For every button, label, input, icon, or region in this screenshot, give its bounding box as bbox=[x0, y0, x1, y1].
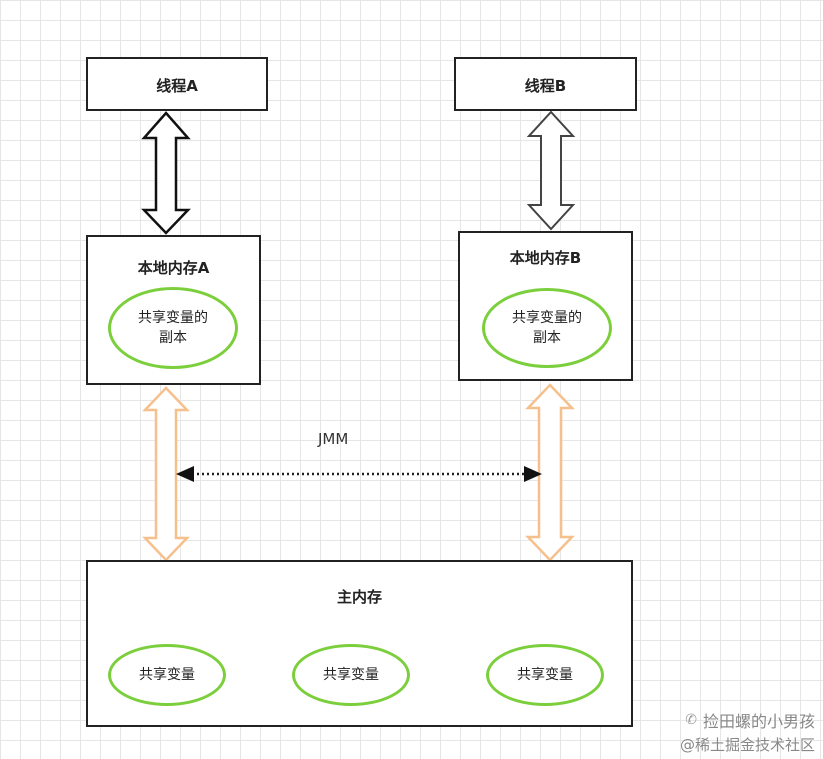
wechat-icon: ✆ bbox=[685, 712, 697, 728]
local-memory-b-label: 本地内存B bbox=[509, 249, 582, 267]
jmm-arrowhead-left bbox=[176, 466, 194, 482]
main-memory-variable-1-label: 共享变量 bbox=[139, 667, 195, 683]
local-memory-a-copy-line2: 副本 bbox=[159, 330, 187, 346]
local-memory-a-box: 本地内存A 共享变量的 副本 bbox=[86, 235, 261, 385]
jmm-arrowhead-right bbox=[524, 466, 542, 482]
local-memory-a-label: 本地内存A bbox=[137, 259, 210, 277]
main-memory-variable-3: 共享变量 bbox=[486, 644, 604, 706]
thread-b-box: 线程B bbox=[454, 57, 637, 111]
local-memory-b-copy-line1: 共享变量的 bbox=[512, 310, 582, 326]
watermark-line2: @稀土掘金技术社区 bbox=[679, 736, 815, 754]
main-memory-variable-2: 共享变量 bbox=[292, 644, 410, 706]
thread-b-double-arrow bbox=[526, 110, 576, 231]
local-memory-a-copy-ellipse: 共享变量的 副本 bbox=[108, 287, 238, 369]
main-memory-label: 主内存 bbox=[336, 588, 382, 606]
main-memory-box: 主内存 共享变量 共享变量 共享变量 bbox=[86, 560, 633, 727]
watermark-author: ✆ 捡田螺的小男孩 bbox=[680, 708, 815, 732]
thread-a-label: 线程A bbox=[156, 77, 198, 95]
watermark-line1: 捡田螺的小男孩 bbox=[702, 712, 815, 731]
local-memory-a-copy-line1: 共享变量的 bbox=[138, 310, 208, 326]
main-memory-variable-3-label: 共享变量 bbox=[517, 667, 573, 683]
local-memory-b-box: 本地内存B 共享变量的 副本 bbox=[458, 231, 633, 381]
main-memory-variable-2-label: 共享变量 bbox=[323, 667, 379, 683]
thread-a-double-arrow bbox=[141, 111, 191, 235]
jmm-label: JMM bbox=[318, 430, 349, 448]
watermark: ✆ 捡田螺的小男孩 @稀土掘金技术社区 bbox=[680, 708, 815, 755]
thread-a-box: 线程A bbox=[86, 57, 268, 111]
local-memory-b-copy-ellipse: 共享变量的 副本 bbox=[482, 288, 612, 368]
main-memory-variable-1: 共享变量 bbox=[108, 644, 226, 706]
local-memory-b-copy-line2: 副本 bbox=[533, 330, 561, 346]
thread-b-label: 线程B bbox=[524, 77, 567, 95]
